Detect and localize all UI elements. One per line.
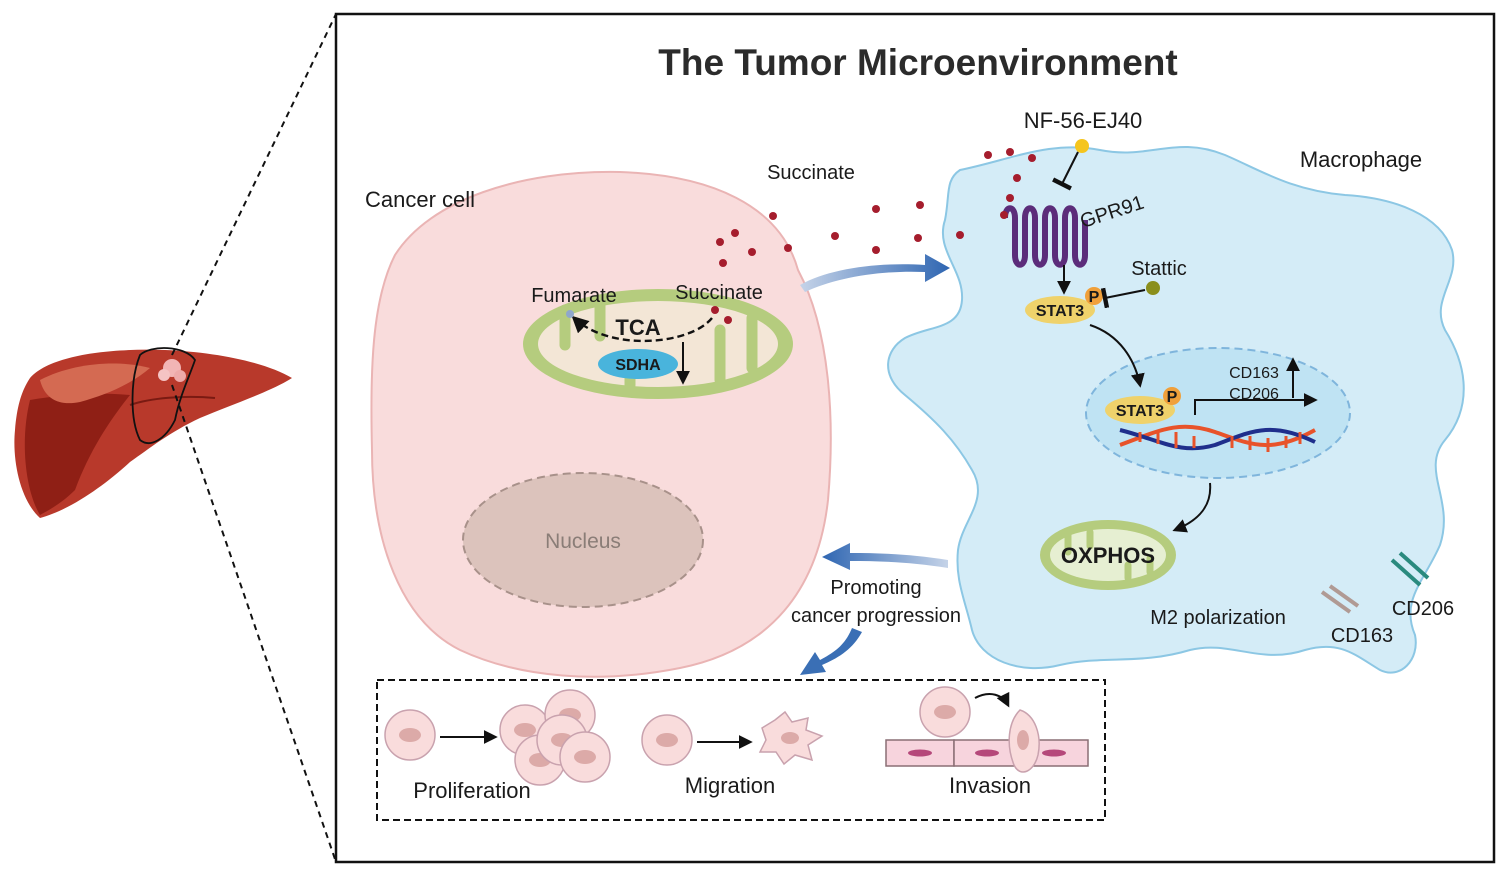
marker-cd206-label: CD206 [1392, 598, 1454, 620]
fumarate-label: Fumarate [531, 285, 617, 307]
transcription-arrow [1194, 393, 1318, 415]
macrophage-to-cancer-arrow [822, 543, 948, 570]
tca-cycle-arrow [571, 315, 713, 343]
gene-cd163-label: CD163 [1229, 365, 1279, 382]
succinate-to-macrophage-arrow [800, 254, 950, 292]
stat3-nucleus [1105, 396, 1175, 424]
phospho-nucleus [1163, 387, 1181, 405]
gpr91-receptor-icon [1002, 205, 1088, 268]
sdha-label: SDHA [615, 357, 661, 374]
zoom-line-top [171, 13, 337, 356]
cancer-cell: Nucleus SDHA TCA Fumarate Succinate [370, 170, 832, 678]
phospho-nucleus-label: P [1167, 389, 1178, 406]
stat3-nucleus-label: STAT3 [1116, 403, 1164, 420]
stat3-cytoplasm [1025, 296, 1095, 324]
cancer-mitochondrion: SDHA TCA [523, 289, 793, 399]
migration-illustration [641, 710, 824, 766]
nf56-molecule [1075, 139, 1089, 153]
sdha-enzyme [598, 349, 678, 379]
stattic-molecule [1146, 281, 1160, 295]
nucleus-label: Nucleus [545, 530, 621, 553]
m2-polarization-label: M2 polarization [1150, 607, 1286, 629]
liver-highlight [40, 363, 150, 404]
invasion-illustration [885, 686, 1089, 773]
invasion-label: Invasion [949, 773, 1031, 798]
cd163-receptor-icon [1320, 584, 1360, 614]
phospho-cytoplasm [1085, 287, 1103, 305]
liver-illustration [14, 347, 292, 518]
oxphos-label: OXPHOS [1061, 543, 1155, 568]
inhibitor-nf56-label: NF-56-EJ40 [1024, 108, 1143, 133]
phospho-cytoplasm-label: P [1089, 289, 1100, 306]
cancer-cell-label: Cancer cell [365, 187, 475, 212]
nucleus-to-oxphos-arrow [1172, 482, 1212, 533]
succinate-molecules [711, 148, 1036, 324]
progression-down-arrow [800, 628, 862, 675]
main-frame [334, 12, 1496, 864]
gene-cd206-label: CD206 [1229, 386, 1279, 403]
tca-label: TCA [615, 315, 660, 340]
succinate-mito-label: Succinate [675, 282, 763, 304]
stat3-translocation-arrow [1089, 324, 1145, 388]
succinate-label: Succinate [767, 162, 855, 184]
tumor-nodule [158, 359, 186, 382]
macrophage-label: Macrophage [1300, 147, 1422, 172]
fumarate-molecule [566, 310, 574, 318]
stat3-cytoplasm-label: STAT3 [1036, 303, 1084, 320]
stattic-inhibition [1100, 287, 1146, 309]
macrophage-nucleus [1085, 347, 1351, 479]
diagram-title: The Tumor Microenvironment [658, 42, 1177, 83]
migration-label: Migration [685, 773, 775, 798]
oxphos-mitochondrion [1040, 520, 1176, 590]
cd206-receptor-icon [1390, 551, 1430, 587]
dna-helix [1119, 424, 1316, 452]
zoom-line-bottom [171, 384, 337, 863]
nucleus [462, 472, 704, 608]
liver-shading [24, 393, 130, 515]
zoom-lens-outline [131, 347, 196, 444]
cancer-progression-label: cancer progression [791, 605, 961, 627]
liver-lobe-line [129, 395, 216, 406]
promoting-label: Promoting [830, 577, 921, 599]
marker-cd163-label: CD163 [1331, 625, 1393, 647]
inhibitor-stattic-label: Stattic [1131, 258, 1187, 280]
phenotype-box [376, 679, 1106, 821]
proliferation-illustration [384, 689, 611, 786]
macrophage: CD163 CD206 STAT3 P STAT3 P OXPHOS M2 po… [887, 146, 1465, 674]
nf56-inhibition [1052, 151, 1079, 191]
proliferation-label: Proliferation [413, 778, 530, 803]
